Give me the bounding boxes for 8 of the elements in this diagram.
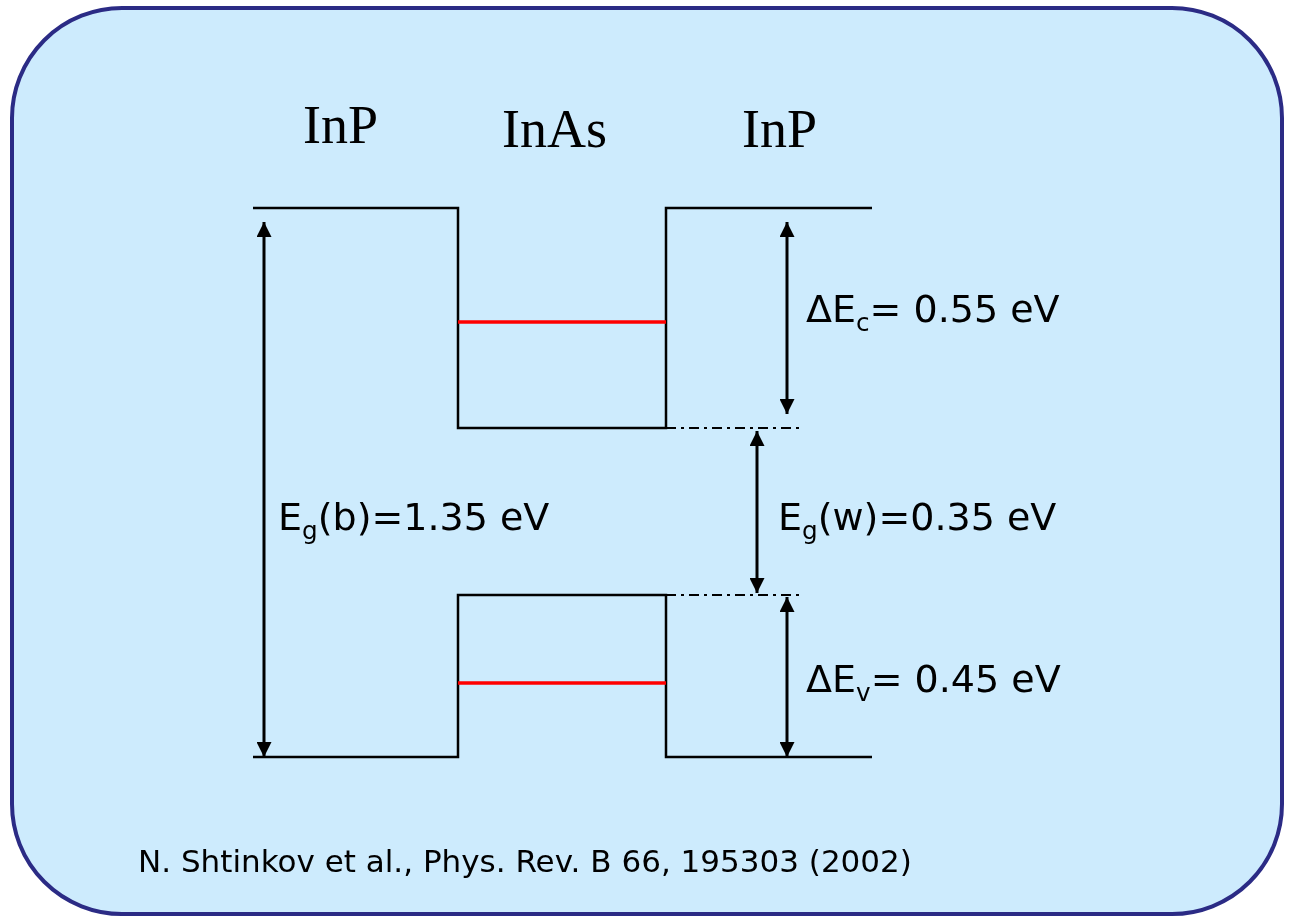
energy-value-label: E$_{g}$(w)=0.35 eV <box>778 498 1057 544</box>
material-label: InAs <box>502 102 607 156</box>
energy-value-label: ΔE$_{c}$= 0.55 eV <box>806 290 1060 336</box>
energy-value-label: ΔE$_{v}$= 0.45 eV <box>806 660 1061 706</box>
material-label: InP <box>303 98 378 152</box>
material-label: InP <box>742 102 817 156</box>
energy-value-label: E$_{g}$(b)=1.35 eV <box>278 498 550 544</box>
citation-caption: N. Shtinkov et al., Phys. Rev. B 66, 195303 (2002) <box>138 846 912 877</box>
